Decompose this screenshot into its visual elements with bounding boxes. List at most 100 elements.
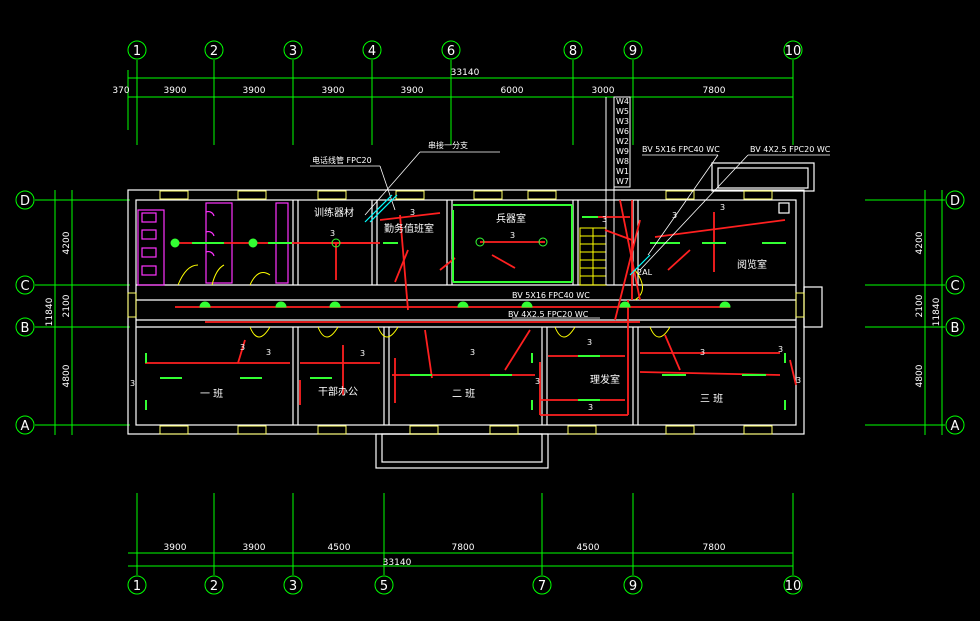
cable-label-4: BV 4X2.5 FPC20 WC <box>508 310 589 319</box>
door-swings <box>249 269 671 338</box>
bottom-dim-seg: 4500 <box>328 543 351 553</box>
top-dim-seg: 6000 <box>501 86 524 96</box>
circuit-mark: 3 <box>130 379 135 388</box>
stair <box>579 227 607 286</box>
circuit-mark: 3 <box>510 231 515 240</box>
riser-label-W2: W2 <box>616 137 629 146</box>
top-dim-seg: 7800 <box>703 86 726 96</box>
left-axis-C: C <box>20 279 29 294</box>
top-axis-9: 9 <box>629 44 637 59</box>
ceiling-lamps <box>170 237 731 308</box>
panel-label: 2AL <box>637 268 653 277</box>
riser-label-W1: W1 <box>616 167 629 176</box>
room-label-room1: 一 班 <box>200 388 223 400</box>
top-dim-seg: 3900 <box>243 86 266 96</box>
right-axis-C: C <box>950 279 959 294</box>
top-axis-1: 1 <box>133 44 141 59</box>
cable-label-3: BV 5X16 FPC40 WC <box>512 291 590 300</box>
circuit-mark: 3 <box>700 348 705 357</box>
right-axis-A: A <box>951 419 960 434</box>
left-dimension-system <box>35 190 130 435</box>
bottom-axis-7: 7 <box>538 579 546 594</box>
circuit-mark: 3 <box>720 203 725 212</box>
right-axis-D: D <box>950 194 960 209</box>
circuit-mark: 3 <box>796 376 801 385</box>
riser-label-W8: W8 <box>616 157 629 166</box>
room-label-cadre: 干部办公 <box>318 385 358 398</box>
bottom-axis-10: 10 <box>785 579 802 594</box>
bottom-total-dimension: 33140 <box>383 558 412 568</box>
left-dim-seg: 4200 <box>62 231 72 254</box>
right-axis-bubbles <box>945 190 965 435</box>
room-label-training: 训练器材 <box>314 206 354 219</box>
cable-label-2: BV 4X2.5 FPC20 WC <box>750 145 831 154</box>
right-axis-B: B <box>951 321 960 336</box>
room-label-reading: 阅览室 <box>737 258 767 271</box>
top-axis-8: 8 <box>569 44 577 59</box>
top-dim-370: 370 <box>112 86 129 96</box>
circuit-mark: 3 <box>602 215 607 224</box>
top-total-dimension: 33140 <box>451 68 480 78</box>
top-axis-4: 4 <box>368 44 376 59</box>
left-dim-seg: 2100 <box>62 294 72 317</box>
circuit-mark: 3 <box>266 348 271 357</box>
left-total-dimension: 11840 <box>45 297 55 326</box>
bottom-axis-bubbles <box>127 575 803 595</box>
cable-label-1: BV 5X16 FPC40 WC <box>642 145 720 154</box>
room-label-armory: 兵器室 <box>496 212 526 225</box>
riser-label-W3: W3 <box>616 117 629 126</box>
bottom-axis-2: 2 <box>210 579 218 594</box>
right-dim-seg: 2100 <box>915 294 925 317</box>
circuit-mark: 3 <box>535 377 540 386</box>
circuit-mark: 3 <box>778 345 783 354</box>
circuit-mark: 3 <box>330 229 335 238</box>
cyan-conduit <box>364 194 651 276</box>
riser-label-W4: W4 <box>616 97 629 106</box>
room-label-barber: 理发室 <box>590 373 620 386</box>
circuit-mark: 3 <box>240 343 245 352</box>
junction-label: 串接一分支 <box>428 140 468 150</box>
bottom-dim-seg: 7800 <box>452 543 475 553</box>
left-axis-A: A <box>21 419 30 434</box>
top-axis-bubbles <box>127 40 803 60</box>
left-axis-bubbles <box>15 190 35 435</box>
bottom-dim-seg: 4500 <box>577 543 600 553</box>
top-dim-seg: 3000 <box>592 86 615 96</box>
top-dim-seg: 3900 <box>164 86 187 96</box>
bottom-axis-1: 1 <box>133 579 141 594</box>
bottom-dimension-system <box>128 493 794 575</box>
riser-label-W6: W6 <box>616 127 629 136</box>
right-dim-seg: 4200 <box>915 231 925 254</box>
circuit-mark: 3 <box>587 338 592 347</box>
top-axis-10: 10 <box>785 44 802 59</box>
circuit-mark: 3 <box>672 211 677 220</box>
top-dimension-system <box>127 60 794 145</box>
bottom-axis-5: 5 <box>380 579 388 594</box>
telecom-line-label: 电话线管 FPC20 <box>312 155 372 165</box>
top-dim-seg: 3900 <box>322 86 345 96</box>
top-axis-2: 2 <box>210 44 218 59</box>
bottom-dim-seg: 3900 <box>243 543 266 553</box>
top-axis-3: 3 <box>289 44 297 59</box>
toilet-doors <box>177 264 271 286</box>
left-dim-seg: 4800 <box>62 364 72 387</box>
right-dim-seg: 4800 <box>915 364 925 387</box>
circuit-mark: 3 <box>588 403 593 412</box>
top-axis-6: 6 <box>447 44 455 59</box>
annotation-leaders <box>310 151 830 319</box>
circuit-mark: 3 <box>360 349 365 358</box>
bottom-dim-seg: 3900 <box>164 543 187 553</box>
room-label-room2: 二 班 <box>452 388 475 400</box>
riser-label-W9: W9 <box>616 147 629 156</box>
riser-label-W7: W7 <box>616 177 629 186</box>
wiring <box>145 199 797 416</box>
left-axis-B: B <box>21 321 30 336</box>
room-label-room3: 三 班 <box>700 393 723 405</box>
circuit-mark: 3 <box>410 208 415 217</box>
riser-label-W5: W5 <box>616 107 629 116</box>
circuit-mark: 3 <box>470 348 475 357</box>
bottom-axis-9: 9 <box>629 579 637 594</box>
right-total-dimension: 11840 <box>932 297 942 326</box>
top-dim-seg: 3900 <box>401 86 424 96</box>
